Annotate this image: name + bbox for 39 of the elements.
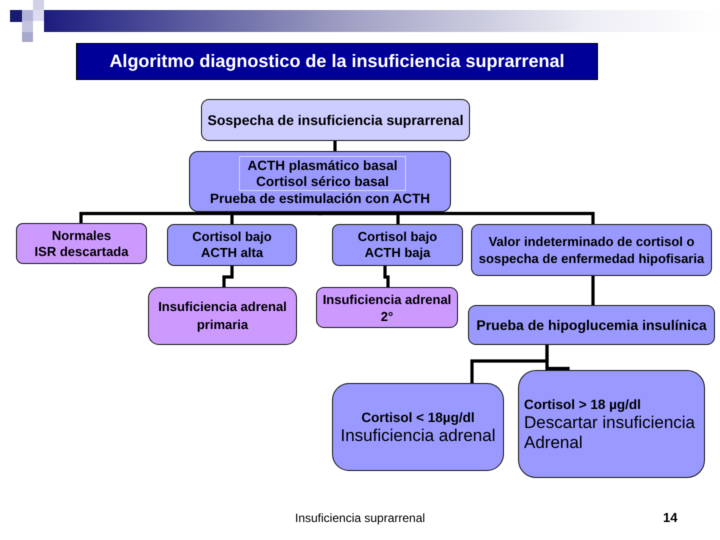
node-text: Cortisol bajo xyxy=(358,229,438,245)
process-box xyxy=(332,224,463,266)
node-text: Cortisol > 18 µg/dl xyxy=(524,396,641,412)
node-text: Insuficiencia adrenal xyxy=(340,426,496,446)
connector-line xyxy=(318,210,595,224)
node-text: Prueba de hipoglucemia insulínica xyxy=(476,316,707,335)
result-box xyxy=(518,370,705,478)
connector-line xyxy=(222,266,234,287)
process-box xyxy=(468,305,715,345)
process-box xyxy=(189,151,451,212)
connector-line xyxy=(591,276,595,305)
process-box xyxy=(201,99,470,141)
footer-text: Insuficiencia suprarrenal xyxy=(295,510,426,527)
node-text: Normales xyxy=(52,228,112,244)
node-text: ACTH baja xyxy=(364,245,430,261)
connector-line xyxy=(333,141,337,151)
process-box xyxy=(471,224,712,276)
node-text: ACTH plasmático basal xyxy=(247,158,398,174)
process-box xyxy=(167,224,297,266)
title-banner: Algoritmo diagnostico de la insuficiencia suprarrenal xyxy=(76,43,598,80)
node-text: Cortisol sérico basal xyxy=(256,174,389,190)
node-text: Insuficiencia adrenal 2° xyxy=(322,290,452,324)
connector-line xyxy=(383,266,390,287)
page-number: 14 xyxy=(663,509,678,527)
node-text: Descartar insuficiencia Adrenal xyxy=(524,412,696,452)
node-text: Prueba de estimulación con ACTH xyxy=(210,190,430,208)
node-text: ISR descartada xyxy=(34,244,128,260)
node-text: Cortisol < 18µg/dl xyxy=(361,408,475,426)
result-box xyxy=(148,287,297,345)
result-box xyxy=(332,383,504,471)
connector-line xyxy=(545,345,570,370)
outlined-text-box xyxy=(239,156,406,191)
node-text: ACTH alta xyxy=(200,245,264,261)
result-box xyxy=(16,223,147,264)
node-text: Valor indeterminado de cortisol o sospecha de enfermedad hipofisaria xyxy=(478,233,706,267)
node-text: Sospecha de insuficiencia suprarrenal xyxy=(208,110,464,130)
result-box xyxy=(316,287,458,328)
node-text: Insuficiencia adrenal primaria xyxy=(157,298,288,334)
node-text: Cortisol bajo xyxy=(192,229,272,245)
